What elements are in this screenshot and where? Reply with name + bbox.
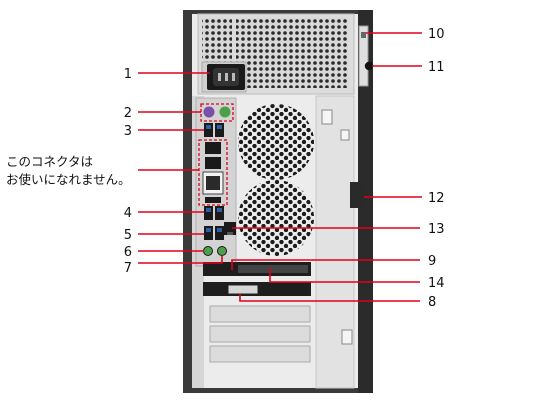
audio-line-out: [217, 246, 227, 256]
unusable-connector-note: このコネクタは お使いになれません。: [6, 154, 131, 187]
usb-port-mid-2-tongue: [217, 208, 222, 212]
callout-3: 3: [124, 124, 132, 139]
psu-vent-right: [300, 18, 348, 88]
leader-8: [239, 294, 420, 302]
callout-13: 13: [428, 222, 445, 237]
lan-port-clip: [227, 232, 233, 235]
callout-4: 4: [124, 206, 132, 221]
usb-port-low-2: [215, 226, 224, 240]
padlock-loop-hole: [361, 32, 366, 38]
callout-5: 5: [124, 228, 132, 243]
leader-7: [138, 256, 223, 264]
leader-14: [269, 268, 420, 283]
dvi-port-pins: [206, 176, 220, 190]
leader-lines: [138, 32, 422, 302]
screw-tab-1: [321, 109, 333, 125]
ps2-keyboard-port: [219, 106, 231, 118]
power-inlet-pin-l: [218, 73, 221, 81]
leader-9: [231, 259, 420, 270]
usb-port-top-1: [204, 123, 213, 137]
padlock-loop: [358, 25, 369, 87]
callout-6: 6: [124, 245, 132, 260]
callout-14: 14: [428, 276, 445, 291]
callout-8: 8: [428, 295, 436, 310]
usb-port-low-2-tongue: [217, 228, 222, 232]
ps2-mouse-port: [203, 106, 215, 118]
callout-1: 1: [124, 67, 132, 82]
displayport-2: [205, 157, 221, 169]
fan-grille-bottom: [238, 180, 314, 256]
usb-port-low-1: [204, 226, 213, 240]
displayport-1: [205, 142, 221, 154]
fan-grille-top: [238, 104, 314, 180]
psu-vent-left: [202, 18, 232, 62]
top-right-hardware: [358, 25, 374, 87]
screw-tab-2: [340, 129, 350, 141]
usb-port-low-1-tongue: [206, 228, 211, 232]
note-line-1: このコネクタは: [6, 154, 93, 169]
callout-10: 10: [428, 27, 445, 42]
screw-tab-3: [341, 329, 353, 345]
callout-7: 7: [124, 261, 132, 276]
graphics-card-port: [227, 284, 259, 295]
rear-fan: [238, 104, 314, 256]
power-inlet: [207, 64, 245, 90]
usb-port-mid-2: [215, 206, 224, 220]
expansion-slot-5: [209, 345, 311, 363]
cover-latch: [350, 182, 364, 208]
usb-port-mid-1-tongue: [206, 208, 211, 212]
callout-11: 11: [428, 60, 445, 75]
note-line-2: お使いになれません。: [6, 172, 131, 187]
hdmi-port: [205, 197, 221, 203]
ps2-highlight-box: [200, 103, 234, 122]
security-slot: [364, 61, 374, 71]
expansion-slot-4: [209, 325, 311, 343]
usb-port-mid-1: [204, 206, 213, 220]
callout-9: 9: [428, 254, 436, 269]
unusable-connectors-box: [198, 139, 228, 206]
expansion-slot-3: [209, 305, 311, 323]
usb-port-top-1-tongue: [206, 125, 211, 129]
expansion-slot-1-vent: [238, 265, 308, 273]
io-panel: [195, 97, 237, 267]
chassis-side-rail: [358, 10, 373, 393]
callout-2: 2: [124, 106, 132, 121]
power-inlet-pin-c: [225, 73, 228, 81]
usb-port-top-2: [215, 123, 224, 137]
power-inlet-pin-r: [232, 73, 235, 81]
lan-port: [224, 222, 236, 235]
usb-port-top-2-tongue: [217, 125, 222, 129]
callout-12: 12: [428, 191, 445, 206]
callout-numbers: 1 2 3 4 5 6 7 8 9 10 11 12 13 14: [124, 27, 445, 310]
expansion-slots: [203, 262, 311, 363]
audio-line-in: [203, 246, 213, 256]
